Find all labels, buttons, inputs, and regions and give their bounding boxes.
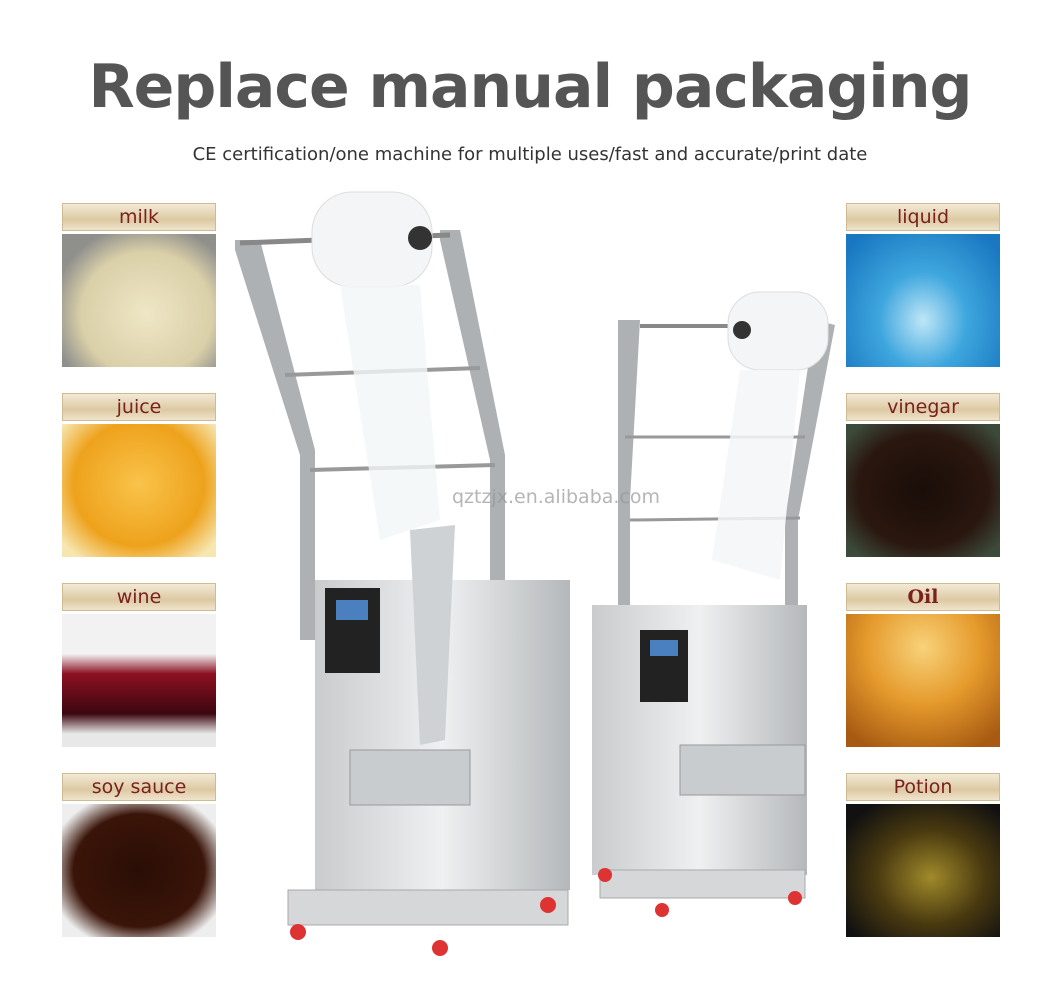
oil-image	[846, 614, 1000, 747]
product-card-milk: milk	[62, 203, 216, 369]
vinegar-image	[846, 424, 1000, 557]
product-card-oil: Oil	[846, 583, 1000, 749]
product-card-liquid: liquid	[846, 203, 1000, 369]
card-label: milk	[62, 203, 216, 231]
wine-image	[62, 614, 216, 747]
card-label: vinegar	[846, 393, 1000, 421]
product-card-soy-sauce: soy sauce	[62, 773, 216, 939]
juice-image	[62, 424, 216, 557]
milk-image	[62, 234, 216, 367]
card-label: juice	[62, 393, 216, 421]
card-label: Oil	[846, 583, 1000, 611]
card-label: liquid	[846, 203, 1000, 231]
large-machine	[235, 191, 570, 956]
potion-image	[846, 804, 1000, 937]
subheadline: CE certification/one machine for multipl…	[192, 144, 868, 165]
product-card-wine: wine	[62, 583, 216, 749]
card-label: wine	[62, 583, 216, 611]
headline: Replace manual packaging	[88, 52, 972, 122]
product-card-juice: juice	[62, 393, 216, 559]
soy-sauce-image	[62, 804, 216, 937]
product-card-vinegar: vinegar	[846, 393, 1000, 559]
card-label: soy sauce	[62, 773, 216, 801]
small-machine	[592, 291, 835, 917]
liquid-image	[846, 234, 1000, 367]
watermark: qztzjx.en.alibaba.com	[452, 486, 661, 508]
card-label: Potion	[846, 773, 1000, 801]
product-card-potion: Potion	[846, 773, 1000, 939]
